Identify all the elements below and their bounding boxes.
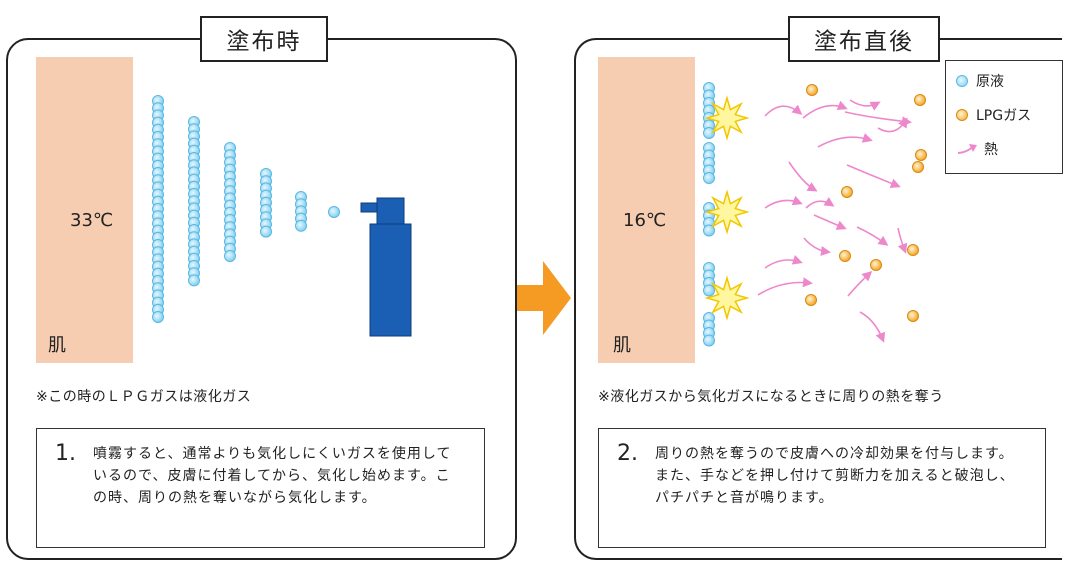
step-text: 周りの熱を奪うので皮膚への冷却効果を付与します。また、手などを押し付けて剪断力を… [655, 446, 1015, 506]
heat-arrow-icon [788, 161, 818, 192]
step-text: 噴霧すると、通常よりも気化しにくいガスを使用しているので、皮膚に付着してから、気… [93, 446, 452, 506]
liquid-drop-icon [295, 219, 307, 232]
heat-arrow-icon [846, 164, 901, 189]
liquid-drop-icon [703, 224, 715, 237]
step-number: 2. [617, 441, 638, 466]
heat-arrow-icon [847, 270, 873, 297]
legend-label: LPGガス [976, 108, 1032, 124]
panel-title: 塗布時 [200, 16, 328, 62]
heat-arrow-icon [803, 237, 831, 256]
legend-label: 原液 [976, 74, 1004, 90]
heat-arrow-icon [859, 311, 886, 343]
burst-icon [704, 189, 750, 235]
heat-arrow-icon [856, 226, 889, 246]
liquid-drop-icon [224, 250, 236, 262]
step-box: 2. 周りの熱を奪うので皮膚への冷却効果を付与します。また、手などを押し付けて剪… [598, 428, 1046, 548]
heat-arrow-icon [805, 197, 835, 209]
lpg-gas-icon [907, 244, 919, 256]
legend-label: 熱 [984, 142, 998, 158]
liquid-drop-icon [188, 274, 200, 287]
heat-arrow-icon [813, 214, 847, 230]
transition-arrow-icon [517, 261, 571, 335]
burst-icon [704, 275, 750, 321]
liquid-drop-icon [703, 334, 715, 347]
skin-block [36, 57, 133, 363]
heat-arrow-icon [764, 104, 803, 117]
heat-arrow-icon [897, 227, 908, 254]
skin-label: 肌 [613, 335, 631, 356]
step-box: 1. 噴霧すると、通常よりも気化しにくいガスを使用しているので、皮膚に付着してか… [36, 428, 485, 548]
lpg-gas-icon [806, 84, 818, 96]
lpg-gas-icon [839, 250, 851, 262]
lpg-gas-icon [956, 109, 968, 121]
burst-icon [704, 95, 750, 141]
note-text: ※この時のＬＰＧガスは液化ガス [36, 389, 252, 405]
heat-arrow-icon [844, 111, 912, 127]
lpg-gas-icon [805, 294, 817, 306]
legend-item-liquid: 原液 [956, 71, 1004, 91]
liquid-drop-icon [260, 225, 272, 238]
lpg-gas-icon [907, 310, 919, 322]
skin-temperature: 16℃ [623, 210, 667, 231]
heat-arrow-icon [817, 133, 873, 148]
lpg-gas-particles [805, 84, 927, 322]
liquid-drop-icon [703, 127, 715, 139]
heat-arrow-icon [849, 99, 881, 111]
heat-arrows [757, 99, 912, 343]
lpg-gas-icon [915, 149, 927, 161]
lpg-gas-icon [870, 259, 882, 271]
heat-arrow-icon [764, 195, 803, 209]
heat-arrow-icon [764, 255, 803, 269]
heat-arrow-icon [802, 100, 848, 119]
lpg-gas-icon [914, 94, 926, 106]
skin-temperature: 33℃ [70, 210, 114, 231]
lpg-gas-icon [841, 186, 853, 198]
legend-item-lpg: LPGガス [956, 105, 1031, 125]
liquid-drop-icon [328, 206, 340, 218]
skin-droplets [703, 82, 715, 347]
legend: 原液 LPGガス 熱 [945, 60, 1063, 174]
liquid-drop-icon [703, 172, 715, 184]
spray-droplets [152, 95, 340, 323]
spray-can-icon [360, 197, 412, 337]
heat-arrow-icon [957, 144, 977, 154]
liquid-drop-icon [703, 284, 715, 297]
liquid-drop-icon [956, 75, 968, 87]
burst-icons [704, 95, 750, 321]
skin-label: 肌 [48, 335, 66, 356]
liquid-drop-icon [152, 311, 164, 323]
note-text: ※液化ガスから気化ガスになるときに周りの熱を奪う [598, 389, 944, 405]
skin-block [598, 57, 695, 363]
step-number: 1. [55, 441, 76, 466]
legend-item-heat: 熱 [956, 139, 998, 159]
heat-arrow-icon [877, 117, 908, 133]
panel-title: 塗布直後 [788, 16, 940, 62]
heat-arrow-icon [757, 277, 813, 296]
lpg-gas-icon [912, 161, 924, 173]
